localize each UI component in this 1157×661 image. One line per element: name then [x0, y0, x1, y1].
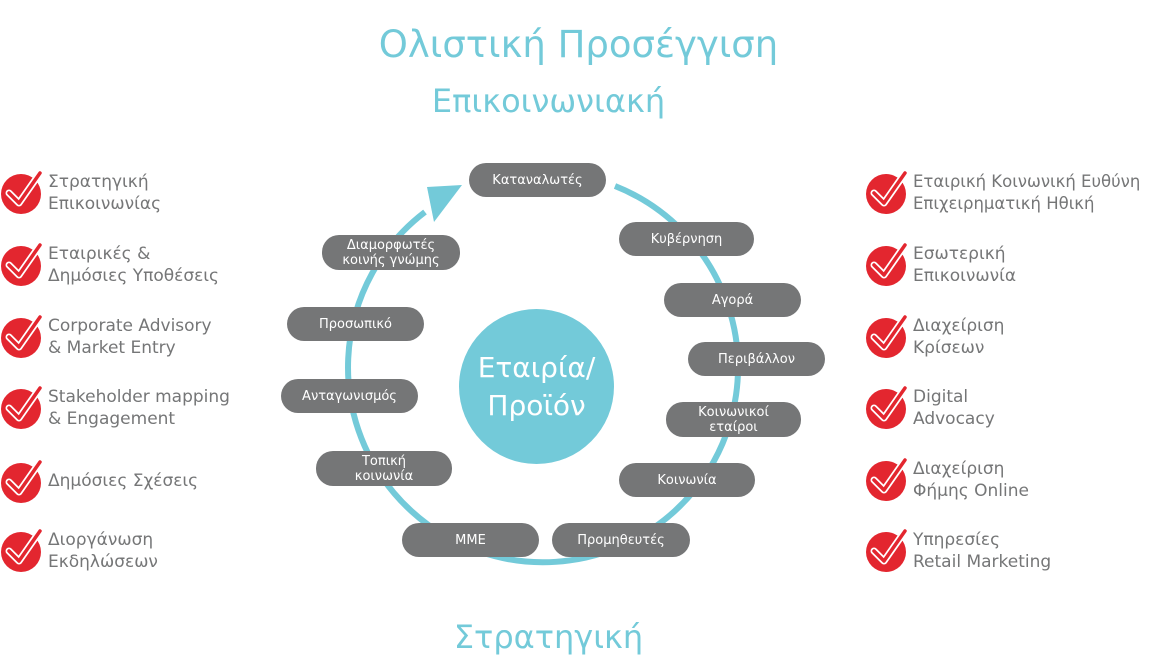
check-icon [866, 241, 909, 286]
check-icon [866, 527, 909, 572]
center-company-product: Εταιρία/ Προϊόν [459, 309, 614, 464]
node-society: Κοινωνία [619, 463, 755, 497]
page-title: Ολιστική Προσέγγιση [378, 22, 779, 66]
check-icon [1, 458, 44, 503]
check-icon [866, 384, 909, 429]
left-service-item: Stakeholder mapping& Engagement [0, 384, 230, 430]
node-staff: Προσωπικό [287, 307, 424, 341]
left-service-item: Εταιρικές &Δημόσιες Υποθέσεις [0, 241, 219, 287]
check-icon [1, 169, 44, 214]
node-consumers: Καταναλωτές [469, 163, 606, 197]
arrow-head-icon [427, 185, 462, 222]
left-service-item: Corporate Advisory& Market Entry [0, 313, 212, 359]
node-market: Αγορά [664, 283, 801, 317]
bottom-axis-label: Στρατηγική [453, 618, 644, 656]
check-icon [866, 313, 909, 358]
check-icon [1, 313, 44, 358]
node-government: Κυβέρνηση [619, 222, 754, 256]
check-icon [1, 384, 44, 429]
left-service-item: Δημόσιες Σχέσεις [0, 458, 198, 504]
center-line-2: Προϊόν [487, 388, 586, 422]
check-icon [1, 527, 44, 572]
check-icon [866, 456, 909, 501]
center-line-1: Εταιρία/ [477, 350, 596, 384]
node-environment: Περιβάλλον [688, 342, 825, 376]
top-axis-label: Επικοινωνιακή [431, 82, 666, 120]
node-media: ΜΜΕ [402, 523, 539, 557]
check-icon [1, 241, 44, 286]
node-competition: Ανταγωνισμός [281, 379, 418, 413]
check-icon [866, 169, 909, 214]
node-suppliers: Προμηθευτές [552, 523, 690, 557]
